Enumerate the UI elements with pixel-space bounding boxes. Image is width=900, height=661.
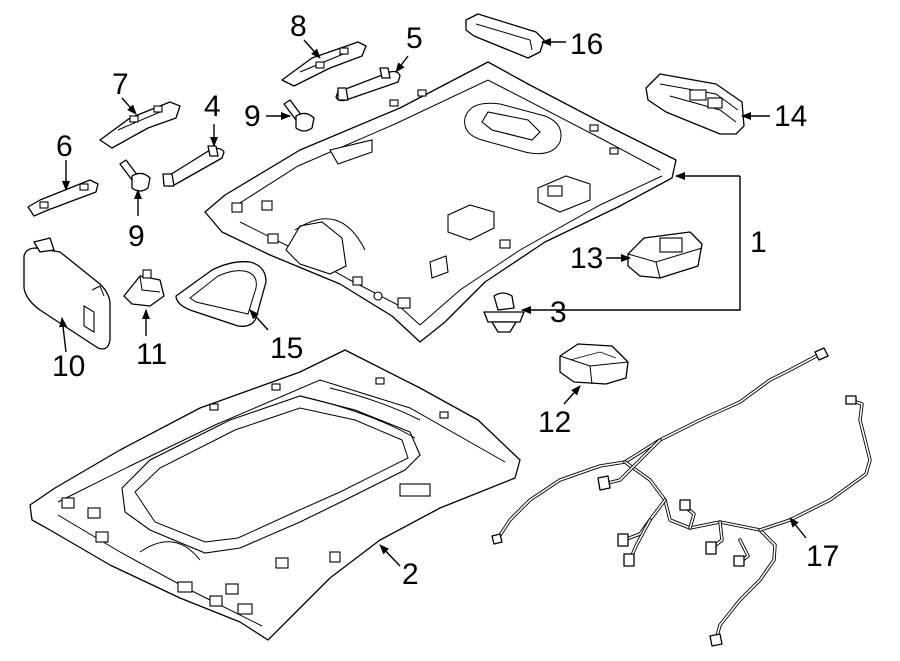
wiring-harness [491, 347, 872, 647]
headliner-upper [204, 61, 677, 343]
overhead-console [645, 73, 745, 135]
callout-2: 2 [402, 558, 419, 591]
console-housing [559, 343, 629, 385]
sun-visor [23, 237, 111, 350]
trim-panel [175, 261, 267, 327]
headliner-lower [29, 349, 521, 641]
callout-12: 12 [538, 406, 571, 439]
bracket-upper [281, 41, 367, 87]
callout-15: 15 [270, 332, 303, 365]
callouts: 1 2 3 4 5 6 7 8 9 9 10 11 12 13 14 15 16… [52, 10, 839, 591]
callout-16: 16 [570, 28, 603, 61]
leader-lines [59, 38, 807, 567]
grab-handle-rear [335, 67, 401, 102]
callout-1: 1 [750, 226, 767, 259]
callout-8: 8 [290, 10, 307, 43]
dome-lamp [627, 231, 703, 279]
callout-7: 7 [112, 68, 129, 101]
bracket-long [99, 101, 181, 149]
callout-9-upper: 9 [244, 100, 261, 133]
callout-14: 14 [774, 100, 807, 133]
callout-17: 17 [806, 540, 839, 573]
callout-3: 3 [550, 296, 567, 329]
screw-upper [283, 99, 315, 132]
callout-11: 11 [136, 338, 167, 371]
callout-6: 6 [56, 130, 73, 163]
cover-pad [465, 13, 545, 59]
callout-4: 4 [204, 90, 221, 123]
callout-13: 13 [570, 242, 603, 275]
screw-lower [119, 159, 151, 192]
callout-10: 10 [52, 350, 85, 383]
retainer-clip [483, 292, 525, 333]
callout-9-lower: 9 [128, 220, 145, 253]
visor-clip [123, 269, 165, 307]
callout-5: 5 [406, 22, 423, 55]
grab-handle [162, 145, 225, 187]
bracket-small [27, 179, 99, 217]
